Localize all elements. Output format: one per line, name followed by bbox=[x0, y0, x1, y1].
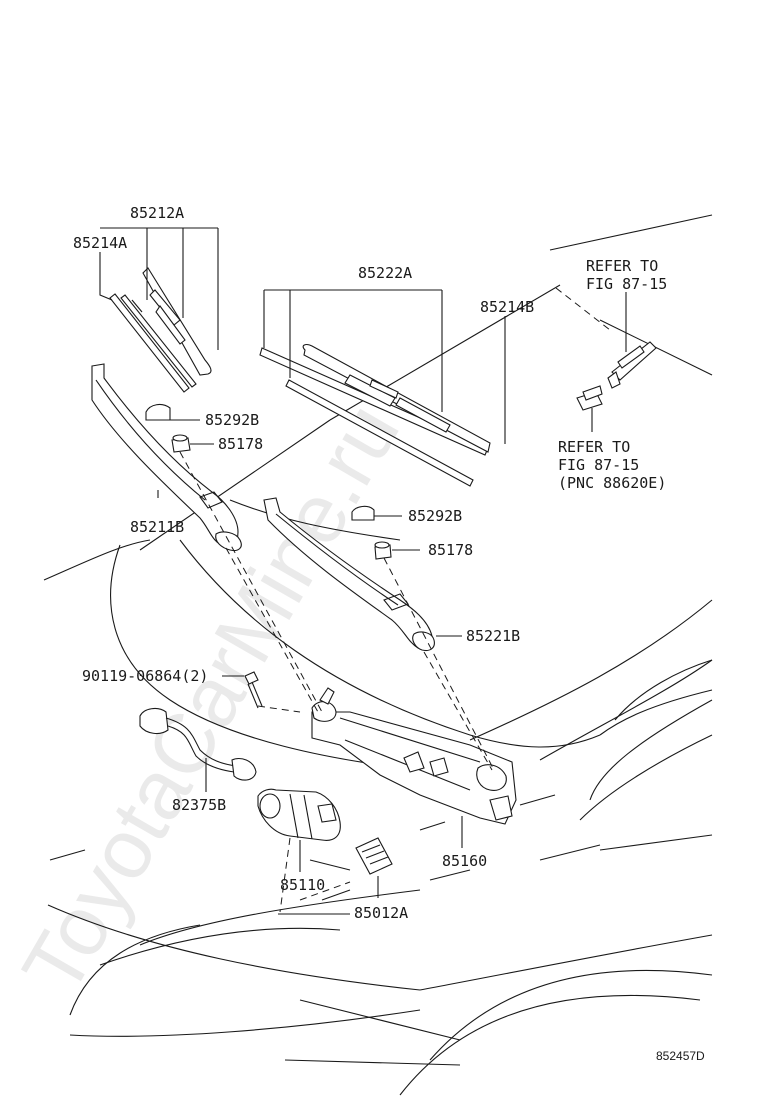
label-85292B-right: 85292B bbox=[408, 507, 462, 525]
vehicle-body-outline bbox=[43, 214, 713, 1096]
figure-code: 852457D bbox=[656, 1049, 705, 1063]
label-85178-right: 85178 bbox=[428, 541, 473, 559]
wiper-motor bbox=[257, 788, 341, 841]
label-85222A: 85222A bbox=[358, 264, 412, 282]
refer-note-1-line1: REFER TO bbox=[586, 257, 658, 275]
wire-harness bbox=[139, 707, 257, 781]
label-85214A: 85214A bbox=[73, 234, 127, 252]
label-85212A: 85212A bbox=[130, 204, 184, 222]
label-85110: 85110 bbox=[280, 876, 325, 894]
refer-note-2-line1: REFER TO bbox=[558, 438, 630, 456]
refer-note-1-line2: FIG 87-15 bbox=[586, 275, 667, 293]
label-85160: 85160 bbox=[442, 852, 487, 870]
wiper-arm-cap-right bbox=[351, 505, 375, 521]
label-85292B-left: 85292B bbox=[205, 411, 259, 429]
label-82375B: 82375B bbox=[172, 796, 226, 814]
dashed-assembly-lines bbox=[179, 287, 611, 913]
wiper-motor-connector bbox=[355, 837, 393, 875]
label-90119-06864: 90119-06864(2) bbox=[82, 667, 208, 685]
wiper-arm-cap-left bbox=[145, 403, 171, 421]
refer-note-2-line3: (PNC 88620E) bbox=[558, 474, 666, 492]
bolt bbox=[244, 671, 263, 709]
right-wiper-blade bbox=[259, 344, 491, 487]
wiper-arm-nut-left bbox=[171, 434, 191, 453]
refer-part-nozzle bbox=[607, 341, 657, 389]
leader-lines bbox=[99, 227, 627, 915]
refer-part-clip bbox=[576, 385, 603, 411]
label-85211B: 85211B bbox=[130, 518, 184, 536]
label-85012A: 85012A bbox=[354, 904, 408, 922]
wiper-link-assembly bbox=[311, 687, 517, 825]
wiper-arm-nut-right bbox=[374, 541, 392, 560]
label-85221B: 85221B bbox=[466, 627, 520, 645]
refer-note-2-line2: FIG 87-15 bbox=[558, 456, 639, 474]
left-wiper-blade bbox=[109, 267, 212, 393]
label-85214B: 85214B bbox=[480, 298, 534, 316]
label-85178-left: 85178 bbox=[218, 435, 263, 453]
